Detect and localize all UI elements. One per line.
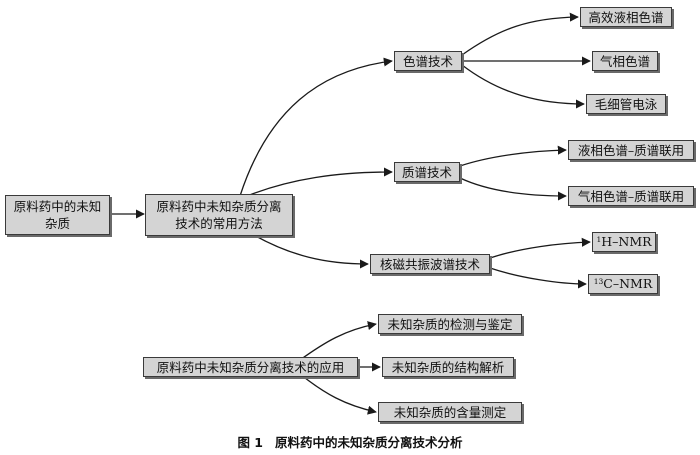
edge-ms-to-gcms <box>459 177 567 201</box>
node-ms: 质谱技术 <box>394 162 460 182</box>
node-chromatography: 色谱技术 <box>394 51 462 71</box>
node-gc-label: 气相色谱 <box>599 53 650 69</box>
edge-methods-to-chromatography <box>239 57 393 197</box>
node-root-label: 原料药中的未知杂质 <box>13 199 102 231</box>
node-methods-label: 原料药中未知杂质分离技术的常用方法 <box>156 199 282 231</box>
node-root: 原料药中的未知杂质 <box>5 195 110 235</box>
node-detection-label: 未知杂质的检测与鉴定 <box>387 316 513 332</box>
edge-methods-to-nmr <box>241 227 369 269</box>
node-structure-label: 未知杂质的结构解析 <box>391 359 505 375</box>
node-cnmr-text: C–NMR <box>603 275 653 291</box>
node-detection: 未知杂质的检测与鉴定 <box>378 314 522 334</box>
node-cnmr-superscript: 13 <box>593 276 604 286</box>
node-hplc-label: 高效液相色谱 <box>588 9 664 25</box>
node-ms-label: 质谱技术 <box>401 164 452 180</box>
node-application-label: 原料药中未知杂质分离技术的应用 <box>156 359 345 375</box>
node-gcms: 气相色谱–质谱联用 <box>568 186 694 206</box>
node-structure: 未知杂质的结构解析 <box>382 357 514 377</box>
figure-number: 图 1 <box>237 435 264 450</box>
node-ce: 毛细管电泳 <box>586 94 666 114</box>
edge-application-to-detection <box>299 321 377 361</box>
figure-caption: 图 1 原料药中的未知杂质分离技术分析 <box>0 432 700 451</box>
node-hnmr-superscript: 1 <box>596 234 602 244</box>
node-nmr: 核磁共振波谱技术 <box>370 254 490 274</box>
node-methods: 原料药中未知杂质分离技术的常用方法 <box>145 194 293 236</box>
edge-ms-to-lcms <box>459 145 567 167</box>
node-content-label: 未知杂质的含量测定 <box>393 404 507 420</box>
node-hnmr-text: H–NMR <box>601 233 652 249</box>
node-gc: 气相色谱 <box>592 51 658 71</box>
node-application: 原料药中未知杂质分离技术的应用 <box>143 357 358 377</box>
node-gcms-label: 气相色谱–质谱联用 <box>577 188 685 204</box>
edge-methods-to-ms <box>241 167 393 199</box>
node-lcms: 液相色谱–质谱联用 <box>568 140 694 160</box>
edge-chromatography-to-ce <box>461 64 585 109</box>
node-cnmr-label: 13C–NMR <box>594 275 653 294</box>
node-lcms-label: 液相色谱–质谱联用 <box>577 142 685 158</box>
edge-chromatography-to-hplc <box>461 12 579 56</box>
node-hnmr: 1H–NMR <box>592 232 656 252</box>
node-content: 未知杂质的含量测定 <box>378 402 522 422</box>
node-cnmr: 13C–NMR <box>588 274 658 294</box>
node-hplc: 高效液相色谱 <box>580 7 672 27</box>
node-chromatography-label: 色谱技术 <box>402 53 453 69</box>
edge-nmr-to-hnmr <box>489 237 591 259</box>
node-nmr-label: 核磁共振波谱技术 <box>379 256 480 272</box>
node-ce-label: 毛细管电泳 <box>594 96 658 112</box>
figure-title: 原料药中的未知杂质分离技术分析 <box>275 435 463 450</box>
edge-application-to-content <box>299 373 377 415</box>
node-hnmr-label: 1H–NMR <box>596 233 651 252</box>
edge-nmr-to-cnmr <box>489 267 587 289</box>
